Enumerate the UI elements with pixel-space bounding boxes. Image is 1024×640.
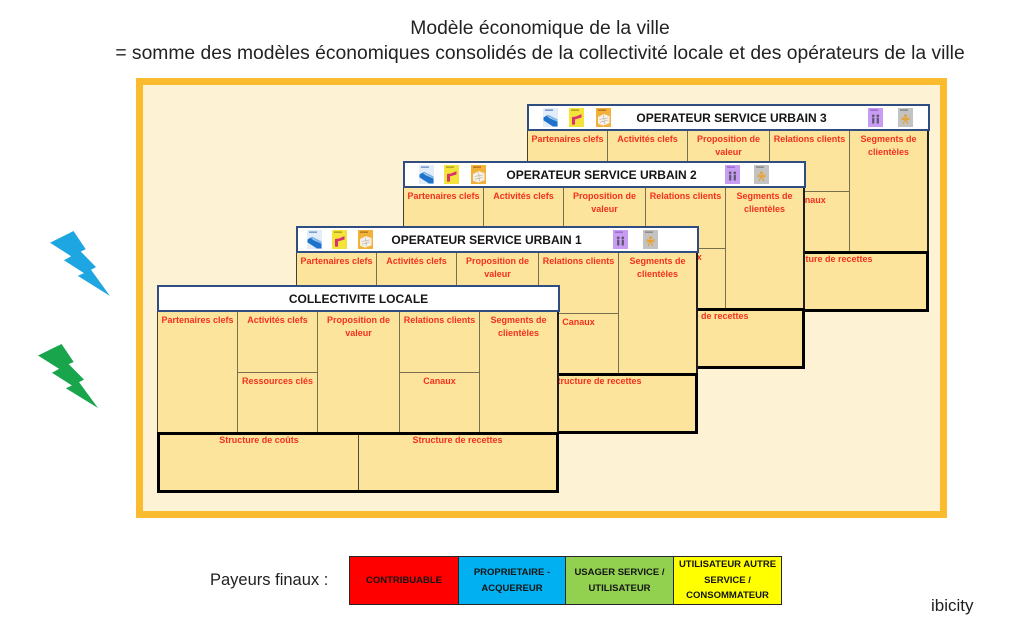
revenue-structure-block: Structure de recettes [358, 435, 556, 490]
customer-segments-block: Segments de clientèles [618, 253, 698, 373]
legend-title: Payeurs finaux : [210, 571, 329, 589]
canvas-title: OPERATEUR SERVICE URBAIN 3 [636, 110, 827, 125]
green-lightning-bolt-shape [38, 344, 98, 408]
customer-segments-label: Segments de clientèles [860, 134, 917, 157]
customer-segments-label: Segments de clientèles [490, 315, 547, 338]
value-proposition-label: Proposition de valeur [466, 256, 529, 279]
customer-relationships-label: Relations clients [649, 191, 722, 201]
legend-item-label: UTILISATEUR AUTRE SERVICE / CONSOMMATEUR [678, 559, 777, 602]
customer-segments-block: Segments de clientèles [725, 188, 805, 308]
purple-people-icon [868, 108, 883, 127]
canvas-header: OPERATEUR SERVICE URBAIN 2 [403, 161, 806, 188]
canvas-header: OPERATEUR SERVICE URBAIN 3 [527, 104, 930, 131]
value-proposition-block: Proposition de valeur [317, 312, 399, 432]
key-activities-label: Activités clefs [386, 256, 447, 266]
channels-label: Canaux [423, 376, 456, 386]
grey-figure-icon [643, 230, 658, 249]
purple-people-icon [613, 230, 628, 249]
legend-item-utilisateur-autre-service: UTILISATEUR AUTRE SERVICE / CONSOMMATEUR [673, 557, 781, 604]
legend-item-contribuable: CONTRIBUABLE [350, 557, 458, 604]
canvas-financial-row: Structure de coûts Structure de recettes [157, 432, 559, 493]
legend-item-label: USAGER SERVICE / UTILISATEUR [574, 567, 665, 594]
slide-title: Modèle économique de la ville = somme de… [56, 16, 1024, 66]
key-resources-block: Ressources clés [237, 372, 317, 432]
customer-relationships-label: Relations clients [403, 315, 476, 325]
key-activities-label: Activités clefs [247, 315, 308, 325]
key-partners-label: Partenaires clefs [407, 191, 480, 201]
key-partners-label: Partenaires clefs [531, 134, 604, 144]
customer-segments-label: Segments de clientèles [629, 256, 686, 279]
key-activities-block: Activités clefs [237, 312, 317, 372]
canvas-main-grid: Partenaires clefs Activités clefs Ressou… [157, 312, 559, 432]
customer-segments-label: Segments de clientèles [736, 191, 793, 214]
key-resources-label: Ressources clés [241, 376, 314, 386]
legend-item-label: PROPRIETAIRE - ACQUEREUR [473, 567, 551, 594]
channels-label: Canaux [562, 317, 595, 327]
purple-people-icon [725, 165, 740, 184]
customer-relationships-block: Relations clients [399, 312, 479, 372]
customer-segments-block: Segments de clientèles [479, 312, 559, 432]
canvas-header: OPERATEUR SERVICE URBAIN 1 [296, 226, 699, 253]
revenue-structure-label: Structure de recettes [658, 311, 749, 321]
key-partners-label: Partenaires clefs [161, 315, 234, 325]
legend-item-label: CONTRIBUABLE [366, 574, 442, 586]
cost-structure-label: Structure de coûts [219, 435, 299, 445]
canvas-title: COLLECTIVITE LOCALE [288, 291, 429, 306]
customer-segments-block: Segments de clientèles [849, 131, 929, 251]
payers-legend: CONTRIBUABLE PROPRIETAIRE - ACQUEREUR US… [349, 556, 782, 605]
green-lightning-bolt-icon [38, 344, 98, 408]
blue-lightning-bolt-shape [50, 231, 110, 296]
value-proposition-label: Proposition de valeur [697, 134, 760, 157]
revenue-structure-label: Structure de recettes [551, 376, 642, 386]
cost-structure-block: Structure de coûts [160, 435, 358, 490]
key-activities-block: Activités clefs [483, 188, 563, 248]
channels-block: Canaux [399, 372, 479, 432]
title-subtitle: = somme des modèles économiques consolid… [115, 43, 965, 64]
key-partners-block: Partenaires clefs [157, 312, 237, 432]
key-partners-label: Partenaires clefs [300, 256, 373, 266]
key-activities-label: Activités clefs [493, 191, 554, 201]
customer-relationships-label: Relations clients [542, 256, 615, 266]
legend-item-proprietaire-acquereur: PROPRIETAIRE - ACQUEREUR [458, 557, 565, 604]
title-main: Modèle économique de la ville [410, 18, 670, 39]
value-proposition-label: Proposition de valeur [327, 315, 390, 338]
brand-name: ibicity [931, 596, 974, 615]
grey-figure-icon [754, 165, 769, 184]
channels-label: Canaux [793, 195, 826, 205]
legend-item-usager-service: USAGER SERVICE / UTILISATEUR [565, 557, 673, 604]
canvas-title: OPERATEUR SERVICE URBAIN 2 [506, 167, 697, 182]
customer-relationships-block: Relations clients [645, 188, 725, 248]
customer-relationships-label: Relations clients [773, 134, 846, 144]
revenue-structure-label: Structure de recettes [782, 254, 873, 264]
customer-relationships-block: Relations clients [538, 253, 618, 313]
blue-lightning-bolt-icon [50, 231, 110, 296]
city-model-frame: OPERATEUR SERVICE URBAIN 3 Partenaires c… [136, 78, 947, 518]
canvas-collectivite-locale: COLLECTIVITE LOCALE Partenaires clefs Ac… [157, 285, 560, 493]
value-proposition-label: Proposition de valeur [573, 191, 636, 214]
canvas-header: COLLECTIVITE LOCALE [157, 285, 560, 312]
revenue-structure-label: Structure de recettes [412, 435, 503, 445]
key-activities-label: Activités clefs [617, 134, 678, 144]
key-activities-block: Activités clefs [376, 253, 456, 313]
grey-figure-icon [898, 108, 913, 127]
canvas-title: OPERATEUR SERVICE URBAIN 1 [391, 232, 582, 247]
